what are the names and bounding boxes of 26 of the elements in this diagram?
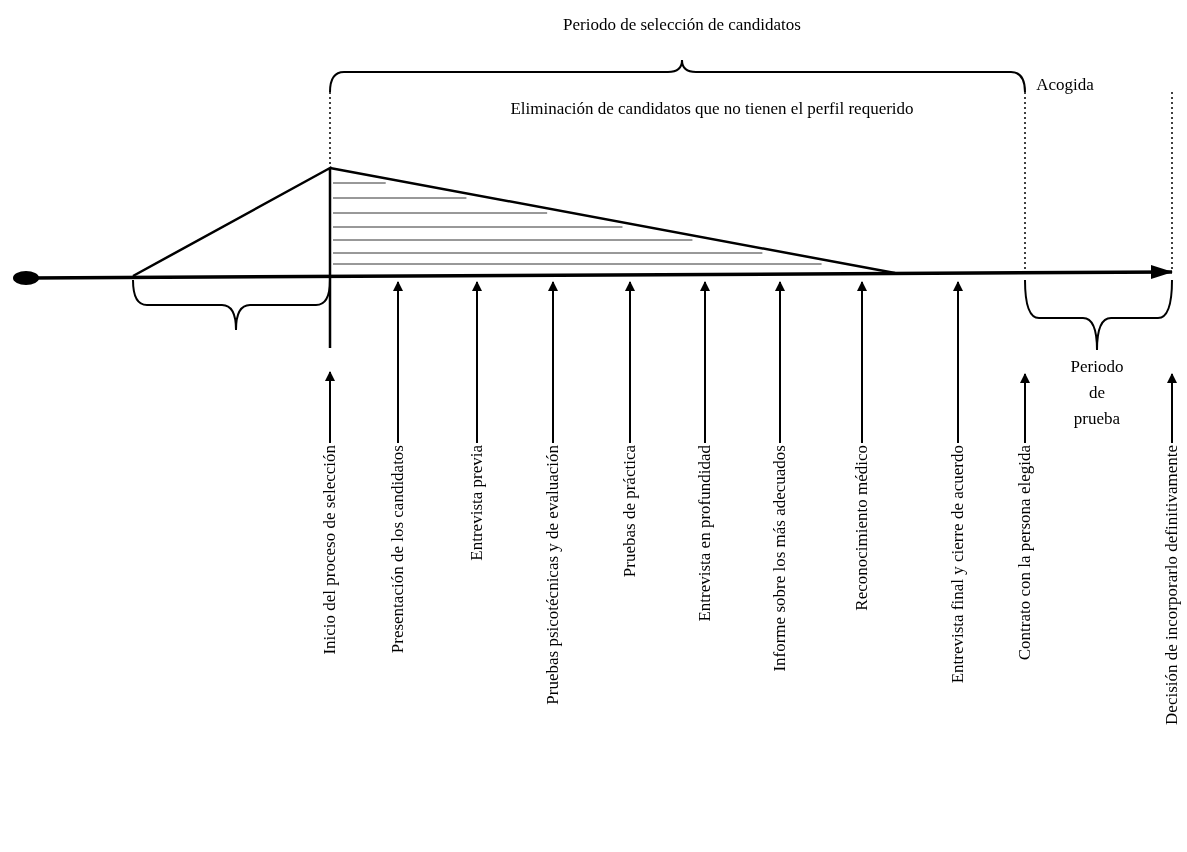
arrow xyxy=(625,281,635,444)
arrow xyxy=(775,281,785,444)
step-label: Informe sobre los más adecuados xyxy=(770,445,790,672)
period-label: Periodo de prueba xyxy=(1069,356,1125,430)
arrow xyxy=(700,281,710,444)
arrow xyxy=(1167,373,1177,444)
arrow xyxy=(953,281,963,444)
period-label: Acogida xyxy=(1035,74,1095,96)
step-label: Entrevista final y cierre de acuerdo xyxy=(948,445,968,684)
arrow xyxy=(472,281,482,444)
step-label: Contrato con la persona elegida xyxy=(1015,445,1035,661)
step-label: Presentación de los candidatos xyxy=(388,445,408,654)
step-label: Inicio del proceso de selección xyxy=(320,445,340,655)
step-label: Pruebas de práctica xyxy=(620,445,640,578)
step-label: Pruebas psicotécnicas y de evaluación xyxy=(543,445,563,705)
step-label: Entrevista previa xyxy=(467,445,487,561)
arrow xyxy=(857,281,867,444)
arrow xyxy=(393,281,403,444)
note-text: Eliminación de candidatos que no tienen el perfil requerido xyxy=(509,98,915,120)
arrow xyxy=(548,281,558,444)
step-label: Decisión de incorporarlo definitivamente xyxy=(1162,445,1182,725)
step-label: Entrevista en profundidad xyxy=(695,445,715,622)
arrow xyxy=(1020,373,1030,444)
step-label: Reconocimiento médico xyxy=(852,445,872,611)
arrow xyxy=(325,371,335,444)
period-label: Periodo de selección de candidatos xyxy=(562,14,802,36)
